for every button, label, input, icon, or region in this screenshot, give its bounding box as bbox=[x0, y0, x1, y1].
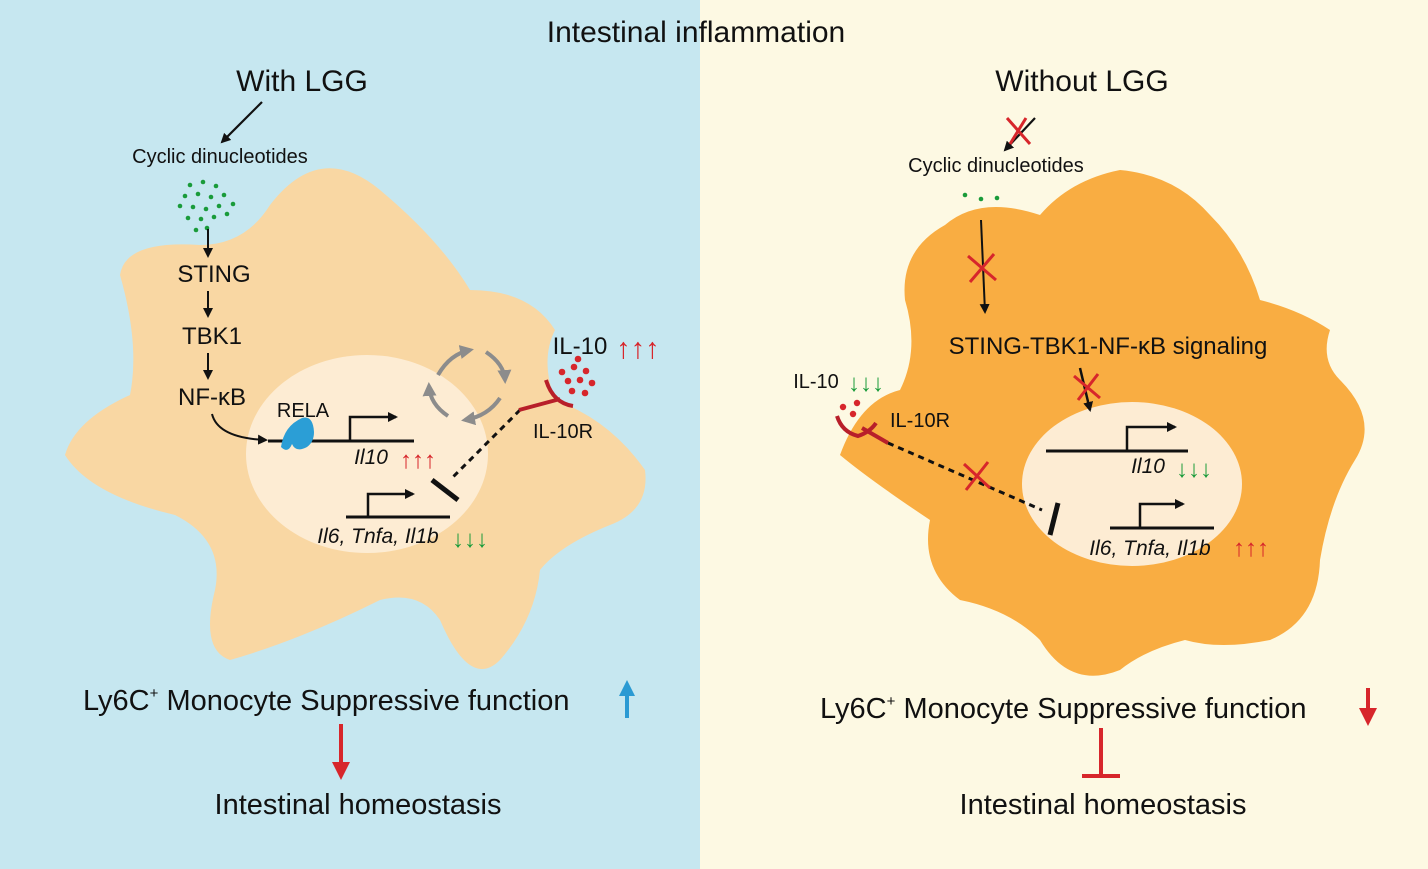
right-signaling-block-cross-icon bbox=[967, 253, 997, 283]
right-il10-protein-down-arrows: ↓↓↓ bbox=[848, 370, 884, 397]
right-monocyte-label: Ly6C+ Monocyte Suppressive function bbox=[820, 693, 1306, 725]
left-heading: With LGG bbox=[236, 65, 368, 98]
right-genes-up-arrows: ↑↑↑ bbox=[1233, 535, 1269, 562]
right-il10r-dashed-signal bbox=[887, 441, 1043, 512]
left-cdn-label: Cyclic dinucleotides bbox=[132, 146, 308, 168]
left-il10-protein-up-arrows: ↑↑↑ bbox=[616, 333, 660, 365]
right-inhibition-bar bbox=[1047, 502, 1061, 536]
tbk1-label: TBK1 bbox=[182, 323, 242, 350]
right-il10r-receptor-icon bbox=[835, 415, 878, 439]
right-il10-dots bbox=[839, 399, 861, 418]
left-il10-dots bbox=[558, 355, 596, 397]
right-cdn-label: Cyclic dinucleotides bbox=[908, 155, 1084, 177]
left-genes-label: Il6, Tnfa, Il1b bbox=[317, 525, 439, 548]
left-nucleus bbox=[246, 355, 488, 553]
left-il10-gene-label: Il10 bbox=[354, 446, 388, 469]
right-il10-promoter-arrow bbox=[1125, 422, 1177, 451]
left-il10-protein-label: IL-10 bbox=[553, 333, 608, 360]
secretion-cycle-icon bbox=[422, 345, 512, 426]
right-il10-gene-label: Il10 bbox=[1131, 455, 1165, 478]
right-nucleus bbox=[1022, 402, 1242, 566]
rela-label: RELA bbox=[277, 400, 330, 422]
left-monocyte-label: Ly6C+ Monocyte Suppressive function bbox=[83, 685, 569, 717]
left-il10-promoter-arrow bbox=[348, 412, 398, 441]
right-red-inhibition-icon bbox=[1082, 728, 1120, 778]
right-il10-gene-down-arrows: ↓↓↓ bbox=[1176, 456, 1212, 483]
left-cdn-dots bbox=[177, 179, 236, 233]
left-il10r-stem bbox=[518, 397, 561, 412]
right-genes-promoter-arrow bbox=[1138, 499, 1185, 528]
right-homeostasis-label: Intestinal homeostasis bbox=[960, 789, 1247, 821]
left-homeostasis-label: Intestinal homeostasis bbox=[215, 789, 502, 821]
left-lgg-arrow bbox=[220, 101, 263, 144]
right-signaling-label: STING-TBK1-NF-κB signaling bbox=[949, 333, 1268, 360]
right-gene-block-cross-icon bbox=[1073, 373, 1101, 401]
left-inhibition-bar bbox=[430, 478, 460, 502]
right-genes-label: Il6, Tnfa, Il1b bbox=[1089, 537, 1211, 560]
right-lgg-block-cross-icon bbox=[1005, 117, 1032, 145]
right-dashed-block-cross-icon bbox=[962, 461, 992, 491]
right-cdn-dots bbox=[962, 192, 1000, 202]
nfkb-to-rela-arrow bbox=[211, 413, 268, 445]
diagram-title: Intestinal inflammation bbox=[547, 16, 845, 49]
right-il10r-stem bbox=[861, 426, 889, 445]
right-il10-protein-label: IL-10 bbox=[793, 371, 839, 393]
right-il10r-label: IL-10R bbox=[890, 410, 950, 432]
left-il10-gene-up-arrows: ↑↑↑ bbox=[400, 447, 436, 474]
rela-protein-icon bbox=[281, 417, 314, 450]
left-il10r-dashed-signal bbox=[450, 408, 522, 480]
nfkb-label: NF-κB bbox=[178, 384, 246, 411]
sting-label: STING bbox=[177, 261, 250, 288]
left-genes-down-arrows: ↓↓↓ bbox=[452, 526, 488, 553]
right-heading: Without LGG bbox=[995, 65, 1168, 98]
left-genes-promoter-arrow bbox=[366, 489, 415, 517]
left-il10r-label: IL-10R bbox=[533, 421, 593, 443]
